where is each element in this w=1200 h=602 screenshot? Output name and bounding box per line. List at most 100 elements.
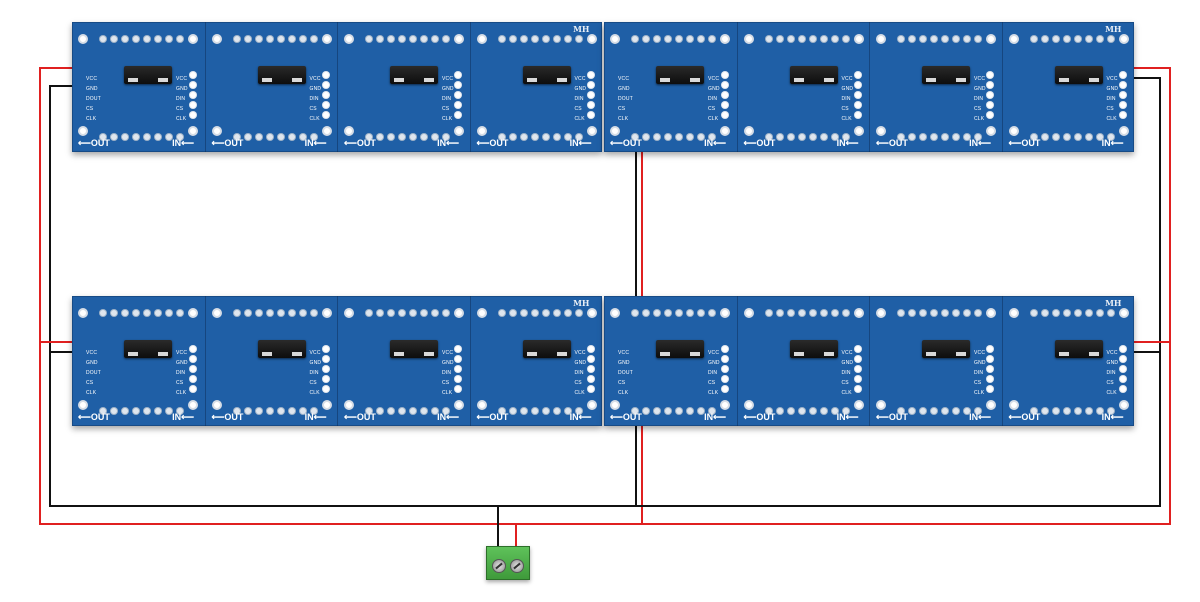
power-terminal-block — [486, 546, 530, 580]
pin-header — [455, 346, 461, 392]
solder-pad-icon — [122, 310, 128, 316]
solder-pad-icon — [100, 310, 106, 316]
mount-hole-icon — [586, 34, 597, 44]
mount-hole-icon — [720, 308, 730, 318]
solder-pad-icon — [553, 36, 560, 42]
mount-hole-icon — [743, 400, 754, 410]
solder-pad-icon — [942, 134, 948, 140]
solder-pad-icon — [1041, 134, 1048, 140]
pin-label: CLK — [86, 116, 97, 122]
pin-hole-icon — [190, 82, 196, 88]
solder-pad-icon — [1041, 36, 1048, 42]
solder-pad-icon — [553, 408, 560, 414]
out-direction-label: ⟵OUT — [1008, 138, 1041, 148]
pad-row — [100, 310, 183, 316]
solder-pad-icon — [122, 408, 128, 414]
pin-label: CLK — [618, 116, 629, 122]
pin-label: GND — [708, 360, 720, 366]
solder-pad-icon — [676, 134, 682, 140]
solder-pad-icon — [299, 36, 306, 42]
pin-label: DIN — [176, 370, 186, 376]
mount-hole-icon — [1118, 400, 1129, 410]
pin-label: DIN — [574, 370, 584, 376]
solder-pad-icon — [1063, 36, 1070, 42]
pin-label: CLK — [176, 390, 187, 396]
pin-hole-icon — [722, 92, 728, 98]
mount-hole-icon — [211, 126, 222, 136]
pin-label: CS — [86, 106, 94, 112]
solder-pad-icon — [820, 310, 827, 316]
pin-header — [854, 346, 861, 392]
solder-pad-icon — [654, 408, 660, 414]
mount-hole-icon — [1118, 308, 1129, 318]
solder-pad-icon — [1063, 310, 1070, 316]
solder-pad-icon — [233, 310, 240, 316]
solder-pad-icon — [432, 310, 438, 316]
solder-pad-icon — [443, 36, 449, 42]
pin-label: VCC — [86, 76, 98, 82]
solder-pad-icon — [288, 310, 295, 316]
solder-pad-icon — [144, 36, 150, 42]
solder-pad-icon — [575, 134, 582, 140]
pin-label: VCC — [841, 76, 853, 82]
pin-hole-icon — [190, 92, 196, 98]
pin-hole-icon — [987, 366, 993, 372]
driver-chip-icon — [1054, 66, 1103, 84]
solder-pad-icon — [509, 408, 516, 414]
solder-pad-icon — [898, 310, 904, 316]
pin-header — [722, 346, 728, 392]
mount-hole-icon — [188, 400, 198, 410]
mount-hole-icon — [454, 126, 464, 136]
solder-pad-icon — [177, 310, 183, 316]
pin-label: DIN — [309, 370, 319, 376]
solder-pad-icon — [809, 408, 816, 414]
mount-hole-icon — [1118, 126, 1129, 136]
pin-label: VCC — [86, 350, 98, 356]
pin-header — [587, 346, 594, 392]
pin-hole-icon — [722, 112, 728, 118]
solder-pad-icon — [498, 36, 505, 42]
solder-pad-icon — [842, 134, 849, 140]
mount-hole-icon — [1008, 400, 1019, 410]
mount-hole-icon — [743, 34, 754, 44]
pad-row — [765, 310, 849, 316]
solder-pad-icon — [233, 408, 240, 414]
solder-pad-icon — [299, 310, 306, 316]
mount-hole-icon — [610, 308, 620, 318]
pin-hole-icon — [190, 386, 196, 392]
pin-hole-icon — [322, 366, 329, 372]
solder-pad-icon — [377, 310, 383, 316]
mount-hole-icon — [720, 126, 730, 136]
out-direction-label: ⟵OUT — [211, 412, 244, 422]
pin-label: CLK — [574, 390, 585, 396]
solder-pad-icon — [100, 36, 106, 42]
mount-hole-icon — [211, 308, 222, 318]
pin-label: GND — [86, 360, 98, 366]
solder-pad-icon — [531, 36, 538, 42]
solder-pad-icon — [1074, 310, 1081, 316]
pin-label: DIN — [442, 96, 452, 102]
pin-label: CS — [176, 380, 184, 386]
solder-pad-icon — [366, 408, 372, 414]
solder-pad-icon — [133, 310, 139, 316]
mount-hole-icon — [344, 400, 354, 410]
mount-hole-icon — [188, 308, 198, 318]
solder-pad-icon — [842, 310, 849, 316]
mount-hole-icon — [476, 126, 487, 136]
pin-label: CS — [309, 380, 317, 386]
solder-pad-icon — [654, 310, 660, 316]
pin-label: CS — [974, 106, 982, 112]
solder-pad-icon — [233, 134, 240, 140]
solder-pad-icon — [1030, 36, 1037, 42]
solder-pad-icon — [776, 408, 783, 414]
solder-pad-icon — [942, 310, 948, 316]
solder-pad-icon — [310, 408, 317, 414]
solder-pad-icon — [809, 310, 816, 316]
pad-row — [632, 36, 715, 42]
